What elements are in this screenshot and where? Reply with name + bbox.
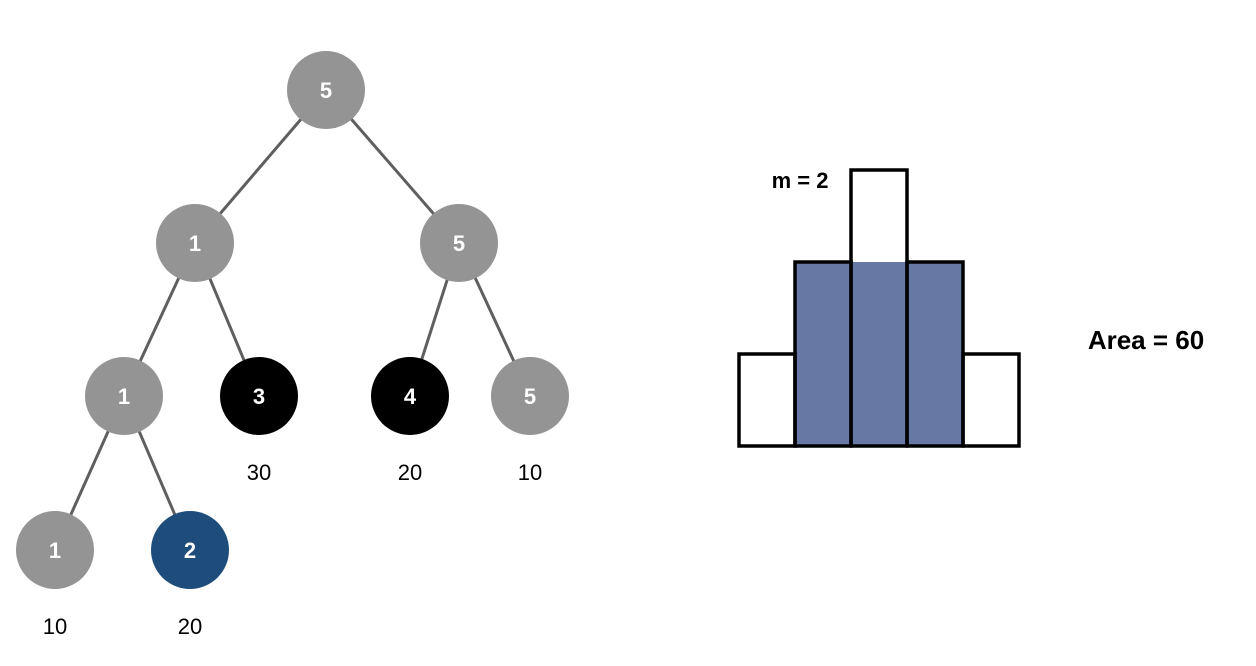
tree-node-label: 5 (524, 384, 536, 409)
tree-node-circle (287, 51, 365, 129)
tree-node-label: 2 (184, 538, 196, 563)
tree-node-label: 1 (49, 538, 61, 563)
node-weights: 30 20 10 10 20 (43, 460, 542, 639)
tree-nodes: 5 1 5 1 3 4 5 1 2 (16, 51, 569, 589)
tree-node-l2-b: 3 (220, 357, 298, 435)
node-weight-l2-d: 10 (518, 460, 542, 485)
tree-node-label: 1 (189, 231, 201, 256)
tree-node-circle (420, 204, 498, 282)
histogram-bar-4 (961, 352, 1021, 448)
tree-node-label: 1 (118, 384, 130, 409)
histogram-fill-1 (795, 262, 851, 446)
node-weight-l2-c: 20 (398, 460, 422, 485)
tree-node-circle (85, 357, 163, 435)
tree-node-circle (491, 357, 569, 435)
tree-node-label: 5 (320, 78, 332, 103)
node-weight-l3-a: 10 (43, 614, 67, 639)
tree-node-l2-a: 1 (85, 357, 163, 435)
tree-node-l2-c: 4 (371, 357, 449, 435)
tree-node-circle (371, 357, 449, 435)
area-label: Area = 60 (1088, 325, 1204, 355)
histogram-fill-3 (907, 262, 963, 446)
tree-node-root: 5 (287, 51, 365, 129)
node-weight-l2-b: 30 (247, 460, 271, 485)
m-label: m = 2 (772, 168, 829, 193)
node-weight-l3-b: 20 (178, 614, 202, 639)
tree-node-circle (156, 204, 234, 282)
tree-node-l3-a: 1 (16, 511, 94, 589)
tree-edges (53, 89, 532, 551)
histogram-fill-2 (851, 262, 907, 446)
tree-node-l3-b: 2 (151, 511, 229, 589)
tree-node-circle (220, 357, 298, 435)
tree-node-label: 5 (453, 231, 465, 256)
tree-node-circle (151, 511, 229, 589)
tree-node-l2-d: 5 (491, 357, 569, 435)
tree-node-label: 3 (253, 384, 265, 409)
tree-node-l1-right: 5 (420, 204, 498, 282)
tree-node-label: 4 (404, 384, 417, 409)
histogram (737, 168, 1021, 448)
tree-node-l1-left: 1 (156, 204, 234, 282)
tree-node-circle (16, 511, 94, 589)
histogram-bar-0 (737, 352, 797, 448)
